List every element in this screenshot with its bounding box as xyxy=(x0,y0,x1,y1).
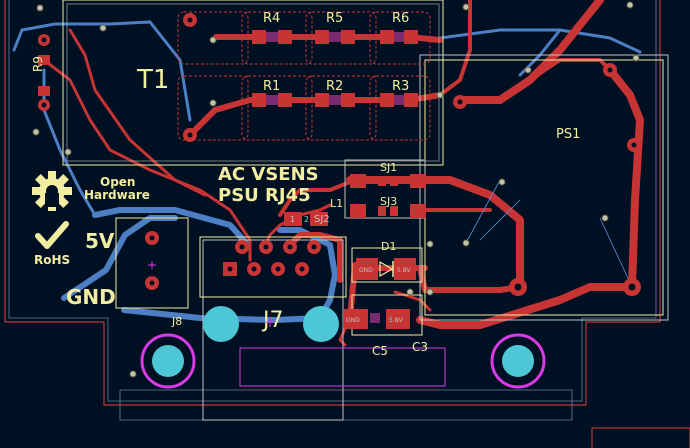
ref-r1: R1 xyxy=(263,79,280,94)
oshw-label-line2: Hardware xyxy=(84,188,150,202)
ref-l1: L1 xyxy=(330,197,343,210)
j7-pin-marker xyxy=(265,317,275,327)
ref-r9: R9 xyxy=(31,56,45,72)
resistor-courtyards xyxy=(177,11,431,141)
smd-pads xyxy=(38,30,426,329)
board-title-line1: AC VSENS xyxy=(218,164,319,185)
pad-c5-right: 5.8V xyxy=(389,317,404,324)
ref-sj2: SJ2 xyxy=(314,214,330,225)
ref-r5: R5 xyxy=(326,11,343,26)
pad-d1-right: 5.8V xyxy=(397,267,412,274)
label-gnd: GND xyxy=(66,285,116,309)
ref-sj3: SJ3 xyxy=(380,195,397,208)
resistor-bodies xyxy=(266,32,404,323)
d1-diode-symbol xyxy=(379,260,394,278)
back-copper-traces xyxy=(12,20,642,323)
pad-c5-left: GND xyxy=(346,317,360,324)
pad-d1-left: GND xyxy=(359,267,373,274)
mounting-holes xyxy=(140,306,546,389)
board-title-line2: PSU RJ45 xyxy=(218,185,311,206)
ref-c5: C5 xyxy=(372,344,388,358)
j8-pin-marker xyxy=(148,261,156,269)
vias xyxy=(32,1,640,378)
label-5v: 5V xyxy=(85,229,115,253)
ref-ps1: PS1 xyxy=(556,127,580,142)
through-hole-pads xyxy=(38,13,641,296)
ref-d1: D1 xyxy=(381,240,396,253)
board-outline xyxy=(4,0,690,448)
ref-r2: R2 xyxy=(326,79,343,94)
ref-j7: J7 xyxy=(261,308,284,333)
rohs-check-icon xyxy=(35,221,69,249)
ref-c3: C3 xyxy=(412,340,428,354)
oshw-label-line1: Open xyxy=(100,175,135,189)
pad-sj2-left: 1 xyxy=(290,215,295,224)
ref-sj1: SJ1 xyxy=(380,161,397,174)
ref-t1: T1 xyxy=(136,65,169,95)
ref-j8: J8 xyxy=(171,315,182,328)
ref-r6: R6 xyxy=(392,11,409,26)
rohs-label: RoHS xyxy=(34,253,70,267)
ref-r3: R3 xyxy=(392,79,409,94)
ratsnest-lines xyxy=(465,179,633,288)
ref-r4: R4 xyxy=(263,11,280,26)
pad-sj2-right: 2 xyxy=(304,215,309,224)
oshw-gear-icon xyxy=(32,171,72,211)
